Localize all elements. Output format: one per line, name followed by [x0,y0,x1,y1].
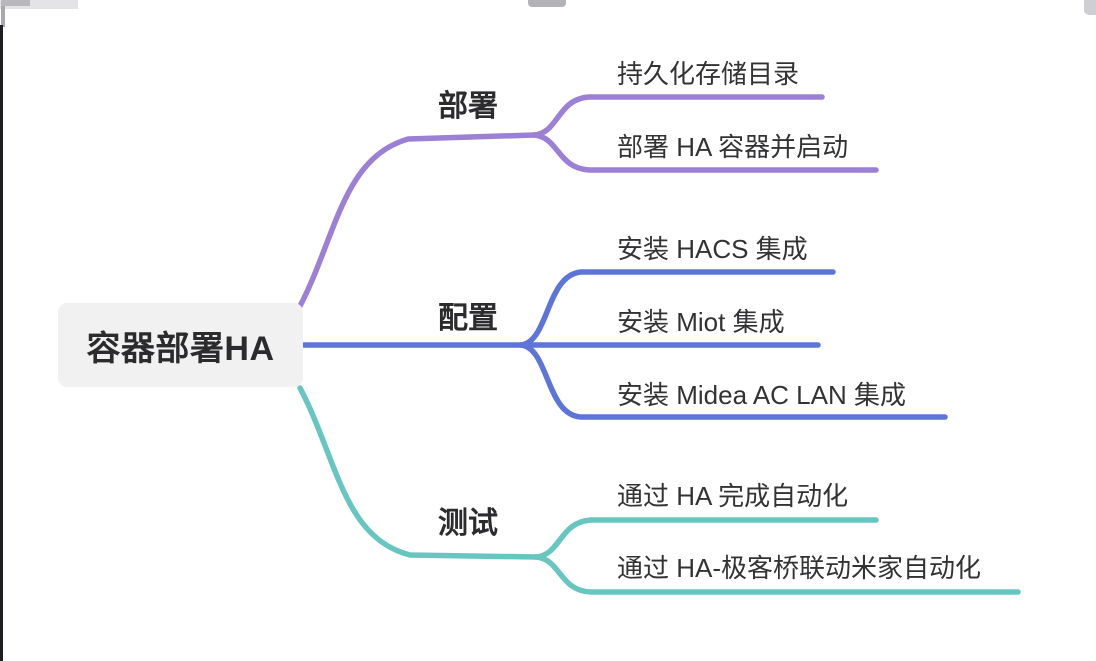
screen-edge-artifact [0,0,78,9]
child-node-install-midea-ac-lan[interactable]: 安装 Midea AC LAN 集成 [617,380,906,410]
child-node-install-hacs[interactable]: 安装 HACS 集成 [617,234,808,264]
branch-node-deploy[interactable]: 部署 [438,90,498,123]
screen-edge-artifact [0,25,3,661]
connector-test-main [297,385,539,560]
connector-test-child-1 [533,517,879,560]
root-node[interactable]: 容器部署HA [58,303,303,387]
branch-node-test[interactable]: 测试 [438,507,498,540]
screen-edge-artifact [1084,0,1096,15]
screen-edge-artifact [1,0,5,27]
child-node-ha-geekbridge-mijia[interactable]: 通过 HA-极客桥联动米家自动化 [617,553,982,583]
child-node-install-miot[interactable]: 安装 Miot 集成 [617,307,785,337]
screen-edge-artifact [528,0,566,7]
child-node-deploy-ha-container[interactable]: 部署 HA 容器并启动 [617,132,849,162]
branch-node-config[interactable]: 配置 [438,302,498,335]
connector-deploy-child-1 [531,94,825,138]
child-node-ha-automation[interactable]: 通过 HA 完成自动化 [617,481,849,511]
connector-deploy-main [296,132,537,311]
screen-edge-artifact [1,0,30,6]
child-node-persistent-storage[interactable]: 持久化存储目录 [617,59,800,89]
